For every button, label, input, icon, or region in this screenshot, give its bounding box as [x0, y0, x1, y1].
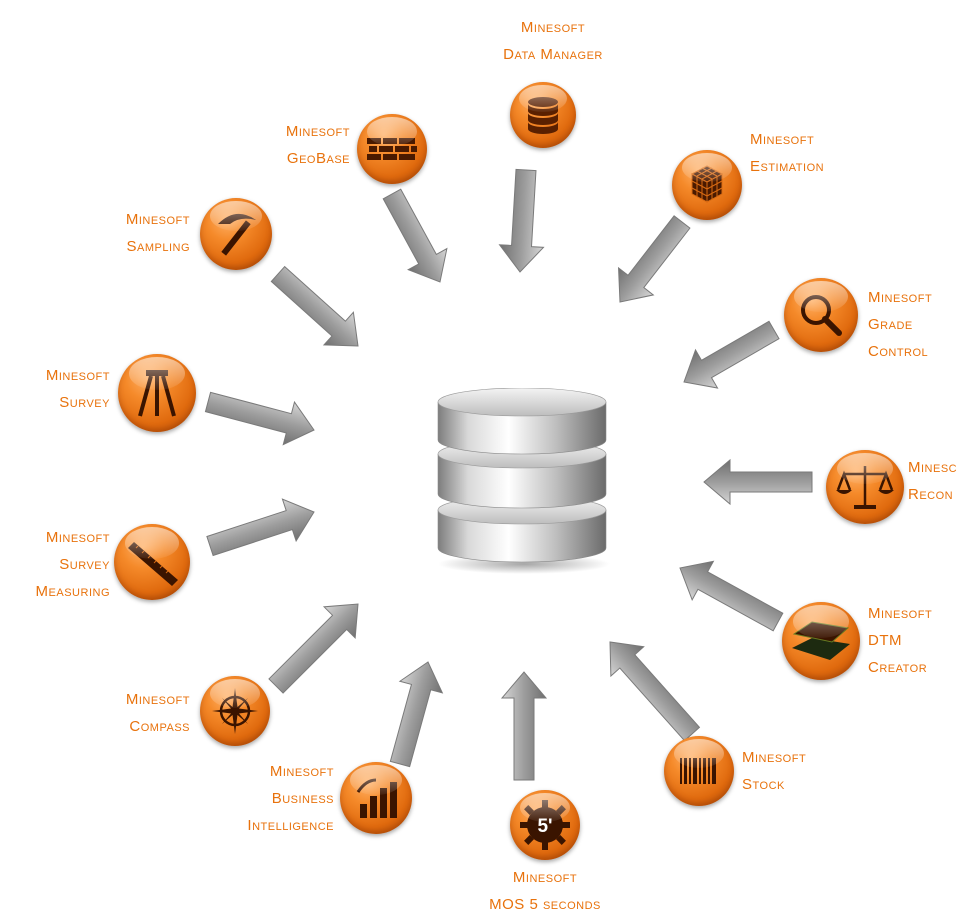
compass-icon[interactable] — [200, 676, 270, 746]
central-database-icon — [437, 388, 610, 574]
survey-measuring-label: Minesoft Survey Measuring — [35, 529, 110, 600]
barcode-icon[interactable] — [664, 736, 734, 806]
arrow-from-estimation — [617, 215, 691, 303]
arrow-from-survey-measuring — [206, 498, 315, 557]
mos-badge-text: 5' — [537, 816, 552, 837]
business-intelligence-label: Minesoft Business Intelligence — [247, 763, 334, 834]
arrow-from-data-manager — [498, 168, 545, 273]
pickaxe-icon[interactable] — [200, 198, 272, 270]
balance-scale-icon[interactable] — [826, 450, 904, 524]
arrow-from-mos — [500, 671, 548, 781]
reconciliation-label: Minesc Recon — [908, 459, 958, 503]
gear-5-icon[interactable]: 5' — [510, 790, 580, 860]
arrow-from-dtm-creator — [679, 560, 784, 632]
compass-label: Minesoft Compass — [125, 691, 190, 735]
arrow-from-survey — [204, 391, 315, 446]
magnifier-icon[interactable] — [784, 278, 858, 352]
arrow-from-stock — [609, 641, 701, 742]
measuring-tape-icon[interactable] — [114, 524, 190, 600]
tripod-icon[interactable] — [118, 354, 196, 432]
dtm-creator-label: Minesoft DTM Creator — [868, 605, 933, 676]
arrow-from-sampling — [270, 265, 359, 347]
estimation-label: Minesoft Estimation — [750, 131, 825, 175]
mos-label: Minesoft MOS 5 seconds — [489, 869, 601, 913]
bar-chart-icon[interactable] — [340, 762, 412, 834]
grade-control-label: Minesoft Grade Control — [868, 289, 933, 360]
database-icon[interactable] — [510, 82, 576, 148]
brick-wall-icon[interactable] — [357, 114, 427, 184]
data-manager-label: Minesoft Data Manager — [503, 19, 603, 63]
terrain-layers-icon[interactable] — [782, 602, 860, 680]
stock-label: Minesoft Stock — [742, 749, 807, 793]
sampling-label: Minesoft Sampling — [125, 211, 190, 255]
geobase-label: Minesoft GeoBase — [285, 123, 350, 167]
survey-label: Minesoft Survey — [45, 367, 110, 411]
arrow-from-compass — [268, 603, 359, 694]
arrow-from-grade-control — [683, 320, 780, 389]
arrow-from-reconciliation — [703, 458, 813, 506]
cube-grid-icon[interactable] — [672, 150, 742, 220]
arrow-from-geobase — [382, 188, 448, 283]
arrow-from-business-intelligence — [389, 661, 444, 768]
